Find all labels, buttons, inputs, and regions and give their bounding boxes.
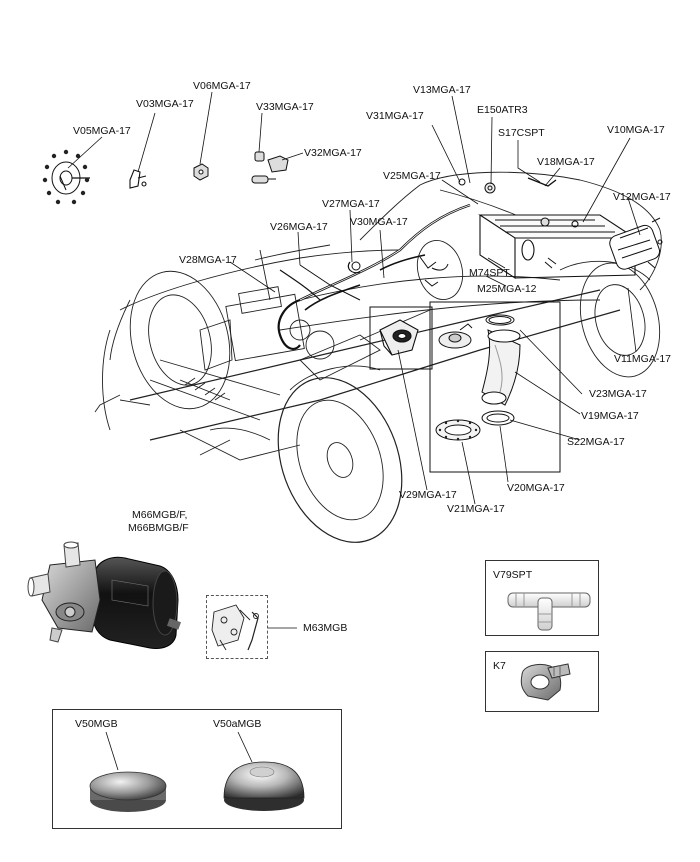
label-v26mga: V26MGA-17 <box>270 221 328 233</box>
label-v03mga: V03MGA-17 <box>136 98 194 110</box>
v79-frame <box>485 560 599 636</box>
label-v12mga: V12MGA-17 <box>613 191 671 203</box>
label-v23mga: V23MGA-17 <box>589 388 647 400</box>
k7-frame <box>485 651 599 712</box>
label-v05mga: V05MGA-17 <box>73 125 131 137</box>
label-m66mgb-line2: M66BMGB/F <box>128 522 189 534</box>
cap-leader-lines <box>105 731 253 771</box>
label-v31mga: V31MGA-17 <box>366 110 424 122</box>
plastic-tee-connector <box>507 592 591 631</box>
flat-fuel-cap <box>89 771 167 812</box>
car-chassis-outline <box>94 171 662 543</box>
leader-lines <box>67 91 641 629</box>
label-k7: K7 <box>493 660 506 672</box>
contact-set-kit <box>211 604 259 651</box>
label-m63mgb: M63MGB <box>303 622 348 634</box>
label-v18mga: V18MGA-17 <box>537 156 595 168</box>
fuel-caps-frame <box>52 709 342 829</box>
label-v10mga: V10MGA-17 <box>607 124 665 136</box>
fuel-lines <box>277 203 471 350</box>
electric-fuel-pump <box>27 541 182 649</box>
domed-fuel-cap <box>223 761 305 811</box>
filler-inset-frame <box>369 301 561 473</box>
label-v27mga: V27MGA-17 <box>322 198 380 210</box>
label-v33mga: V33MGA-17 <box>256 101 314 113</box>
label-v50amgb: V50aMGB <box>213 718 262 730</box>
label-v13mga: V13MGA-17 <box>413 84 471 96</box>
label-m66mgb-line1: M66MGB/F, <box>132 509 188 521</box>
label-v11mga: V11MGA-17 <box>614 353 671 365</box>
tank-sender-unit <box>42 149 90 205</box>
label-v30mga: V30MGA-17 <box>350 216 408 228</box>
m63-kit-frame <box>206 595 268 659</box>
union-nut <box>193 163 209 181</box>
hose-clip <box>520 663 571 701</box>
label-s17cspt: S17CSPT <box>498 127 545 139</box>
car-hardware <box>347 177 663 287</box>
filler-hose-assembly <box>435 314 521 441</box>
label-v28mga: V28MGA-17 <box>179 254 237 266</box>
label-v29mga: V29MGA-17 <box>399 489 457 501</box>
label-v25mga: V25MGA-17 <box>383 170 441 182</box>
label-v21mga: V21MGA-17 <box>447 503 505 515</box>
label-v50mgb: V50MGB <box>75 718 118 730</box>
filler-neck-grommet <box>379 319 419 356</box>
label-v32mga: V32MGA-17 <box>304 147 362 159</box>
label-v19mga: V19MGA-17 <box>581 410 639 422</box>
label-v20mga: V20MGA-17 <box>507 482 565 494</box>
label-m74spt: M74SPT <box>469 267 510 279</box>
olive-fittings <box>251 151 289 184</box>
label-s22mga: S22MGA-17 <box>567 436 625 448</box>
label-e150atr3: E150ATR3 <box>477 104 528 116</box>
label-m25mga: M25MGA-12 <box>477 283 537 295</box>
label-v79spt: V79SPT <box>493 569 533 581</box>
fuel-line-clip <box>129 169 147 189</box>
label-v06mga: V06MGA-17 <box>193 80 251 92</box>
